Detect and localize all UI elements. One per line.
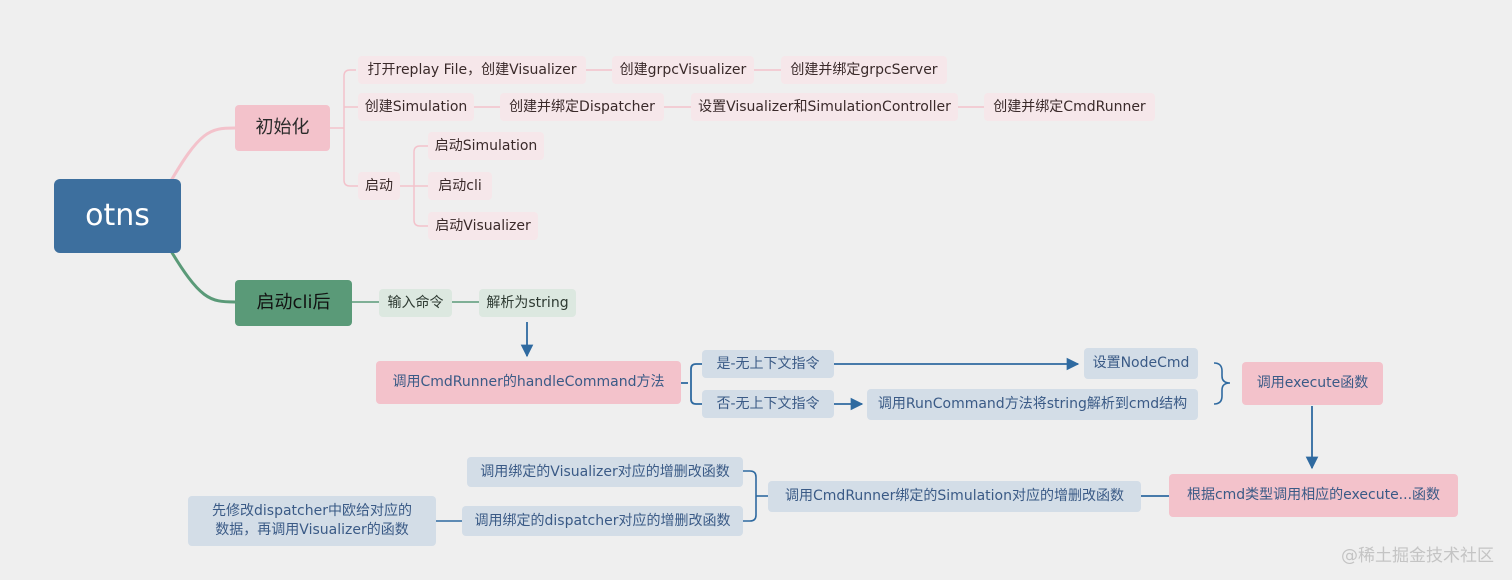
init-open-replay[interactable]: 打开replay File，创建Visualizer xyxy=(358,56,586,84)
flow-run-command[interactable]: 调用RunCommand方法将string解析到cmd结构 xyxy=(867,389,1198,420)
flow-runner-bound[interactable]: 调用CmdRunner绑定的Simulation对应的增删改函数 xyxy=(768,481,1141,512)
flow-execute-by-type[interactable]: 根据cmd类型调用相应的execute...函数 xyxy=(1169,474,1458,517)
init-dispatcher[interactable]: 创建并绑定Dispatcher xyxy=(500,93,664,121)
start-cli[interactable]: 启动cli xyxy=(428,172,492,200)
flow-set-nodecmd[interactable]: 设置NodeCmd xyxy=(1084,348,1198,379)
flow-handle-command[interactable]: 调用CmdRunner的handleCommand方法 xyxy=(376,361,681,404)
start-simulation[interactable]: 启动Simulation xyxy=(428,132,544,160)
init-grpc-server[interactable]: 创建并绑定grpcServer xyxy=(781,56,947,84)
cli-input-command[interactable]: 输入命令 xyxy=(379,289,452,317)
watermark: @稀土掘金技术社区 xyxy=(1341,546,1494,566)
flow-no-branch[interactable]: 否-无上下文指令 xyxy=(702,390,834,418)
flow-modify-note[interactable]: 先修改dispatcher中欧给对应的数据，再调用Visualizer的函数 xyxy=(188,496,436,546)
start-visualizer[interactable]: 启动Visualizer xyxy=(428,212,538,240)
cli-parse-string[interactable]: 解析为string xyxy=(479,289,576,317)
init-create-simulation[interactable]: 创建Simulation xyxy=(358,93,474,121)
flow-yes-branch[interactable]: 是-无上下文指令 xyxy=(702,350,834,378)
start-cli-node[interactable]: 启动cli后 xyxy=(235,280,352,326)
init-cmdrunner[interactable]: 创建并绑定CmdRunner xyxy=(984,93,1155,121)
flow-call-execute[interactable]: 调用execute函数 xyxy=(1242,362,1383,405)
flow-visualizer-bound[interactable]: 调用绑定的Visualizer对应的增删改函数 xyxy=(467,457,743,487)
root-node[interactable]: otns xyxy=(54,179,181,253)
init-start[interactable]: 启动 xyxy=(358,172,400,200)
init-grpc-visualizer[interactable]: 创建grpcVisualizer xyxy=(612,56,754,84)
flow-dispatcher-bound[interactable]: 调用绑定的dispatcher对应的增删改函数 xyxy=(462,506,743,536)
init-set-visualizer[interactable]: 设置Visualizer和SimulationController xyxy=(691,93,958,121)
init-node[interactable]: 初始化 xyxy=(235,105,330,151)
